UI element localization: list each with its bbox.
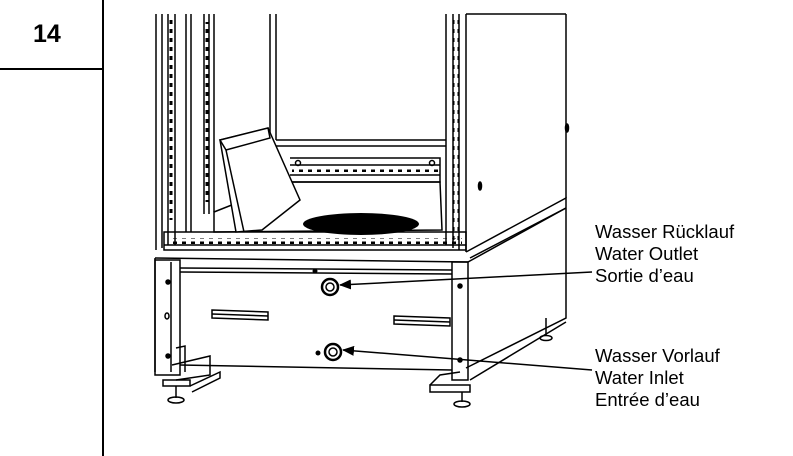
water-inlet-label-fr: Entrée d’eau: [595, 389, 700, 410]
water-inlet-label-en: Water Inlet: [595, 367, 684, 388]
water-inlet-arrow: [342, 345, 593, 371]
rack-frame: [155, 13, 570, 369]
water-outlet-arrow: [339, 271, 593, 290]
water-inlet-label: Wasser Vorlauf Water Inlet Entrée d’eau: [595, 345, 720, 411]
cable-opening: [303, 213, 419, 235]
water-outlet-label-en: Water Outlet: [595, 243, 699, 264]
step-number: 14: [33, 20, 61, 48]
water-outlet-label-fr: Sortie d’eau: [595, 265, 694, 286]
water-inlet-label-de: Wasser Vorlauf: [595, 345, 720, 366]
left-divider-line: [102, 68, 104, 456]
water-inlet-port: [323, 342, 343, 362]
step-number-box: 14: [0, 0, 104, 70]
internal-box: [218, 127, 301, 233]
water-outlet-label: Wasser Rücklauf Water Outlet Sortie d’ea…: [595, 221, 734, 287]
water-outlet-label-de: Wasser Rücklauf: [595, 221, 735, 242]
water-outlet-port: [320, 277, 340, 297]
plinth-base: [154, 207, 567, 408]
